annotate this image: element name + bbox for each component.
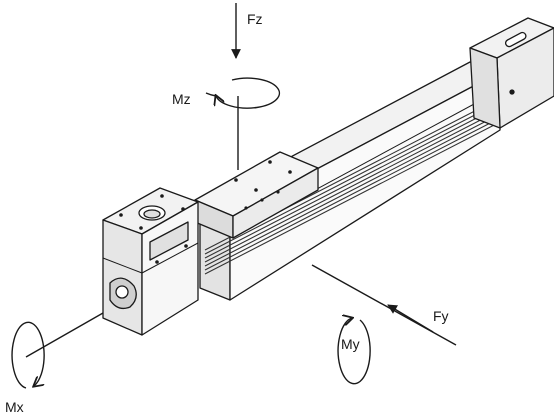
label-mz: Mz xyxy=(172,91,191,107)
carriage-holes xyxy=(234,160,292,210)
side-plate xyxy=(149,221,189,261)
label-fz: Fz xyxy=(247,11,263,27)
mx-moment-arc xyxy=(11,321,45,389)
rail-grooves xyxy=(204,97,501,275)
label-mx: Mx xyxy=(5,399,24,415)
carriage-front xyxy=(232,167,319,239)
rail-front-face xyxy=(229,71,501,301)
actuator-body xyxy=(102,17,554,336)
load-annotations xyxy=(11,3,457,389)
motor-block-front xyxy=(102,219,143,336)
y-axis-line xyxy=(311,264,457,346)
end-block-hole xyxy=(509,89,515,95)
label-my: My xyxy=(341,336,360,352)
x-axis-line xyxy=(25,312,104,358)
label-fy: Fy xyxy=(433,308,449,324)
fy-arrow xyxy=(387,304,434,333)
end-block-slot xyxy=(504,31,527,48)
mz-moment-arc xyxy=(216,77,281,109)
end-block-side xyxy=(469,47,501,129)
my-moment-arc xyxy=(337,318,371,385)
